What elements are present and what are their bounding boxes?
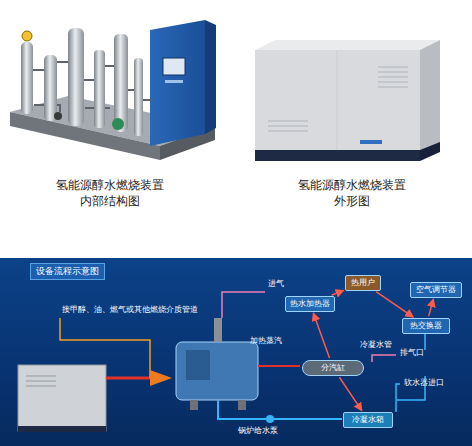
equipment-box: 热交换器 <box>402 318 450 334</box>
pipe-connector <box>376 292 413 317</box>
equipment-label: 热水加热器 <box>290 299 330 308</box>
equipment-box: 热用户 <box>345 275 381 291</box>
pipe-connector <box>429 300 434 317</box>
flow-label: 接甲醇、油、燃气或其他燃烧介质管道 <box>62 305 198 314</box>
flow-label: 锅炉给水泵 <box>238 426 278 435</box>
pipe-connector <box>339 377 361 410</box>
flow-label: 软水器进口 <box>404 378 444 387</box>
equipment-label: 空气调节器 <box>416 285 456 294</box>
flow-label: 冷凝水管 <box>360 340 392 349</box>
pipe-connector <box>313 313 329 358</box>
equipment-box: 热水加热器 <box>285 296 335 312</box>
flow-label: 进气 <box>268 279 284 288</box>
equipment-label: 热用户 <box>351 278 375 287</box>
flow-label: 排气口 <box>400 348 424 357</box>
equipment-label: 热交换器 <box>410 321 442 330</box>
product-illustrations <box>0 0 472 258</box>
figure-caption: 氢能源醇水燃烧装置 外形图 <box>294 178 410 209</box>
diagram-title: 设备流程示意图 <box>30 263 105 280</box>
flow-label: 加热蒸汽 <box>250 336 282 345</box>
equipment-box: 冷凝水箱 <box>343 412 393 428</box>
pipe-connector <box>332 291 344 296</box>
equipment-label: 分汽缸 <box>321 363 345 372</box>
equipment-box: 分汽缸 <box>302 360 364 376</box>
figure-caption: 氢能源醇水燃烧装置 内部结构图 <box>52 178 168 209</box>
equipment-box: 空气调节器 <box>410 282 462 298</box>
equipment-label: 冷凝水箱 <box>352 415 384 424</box>
